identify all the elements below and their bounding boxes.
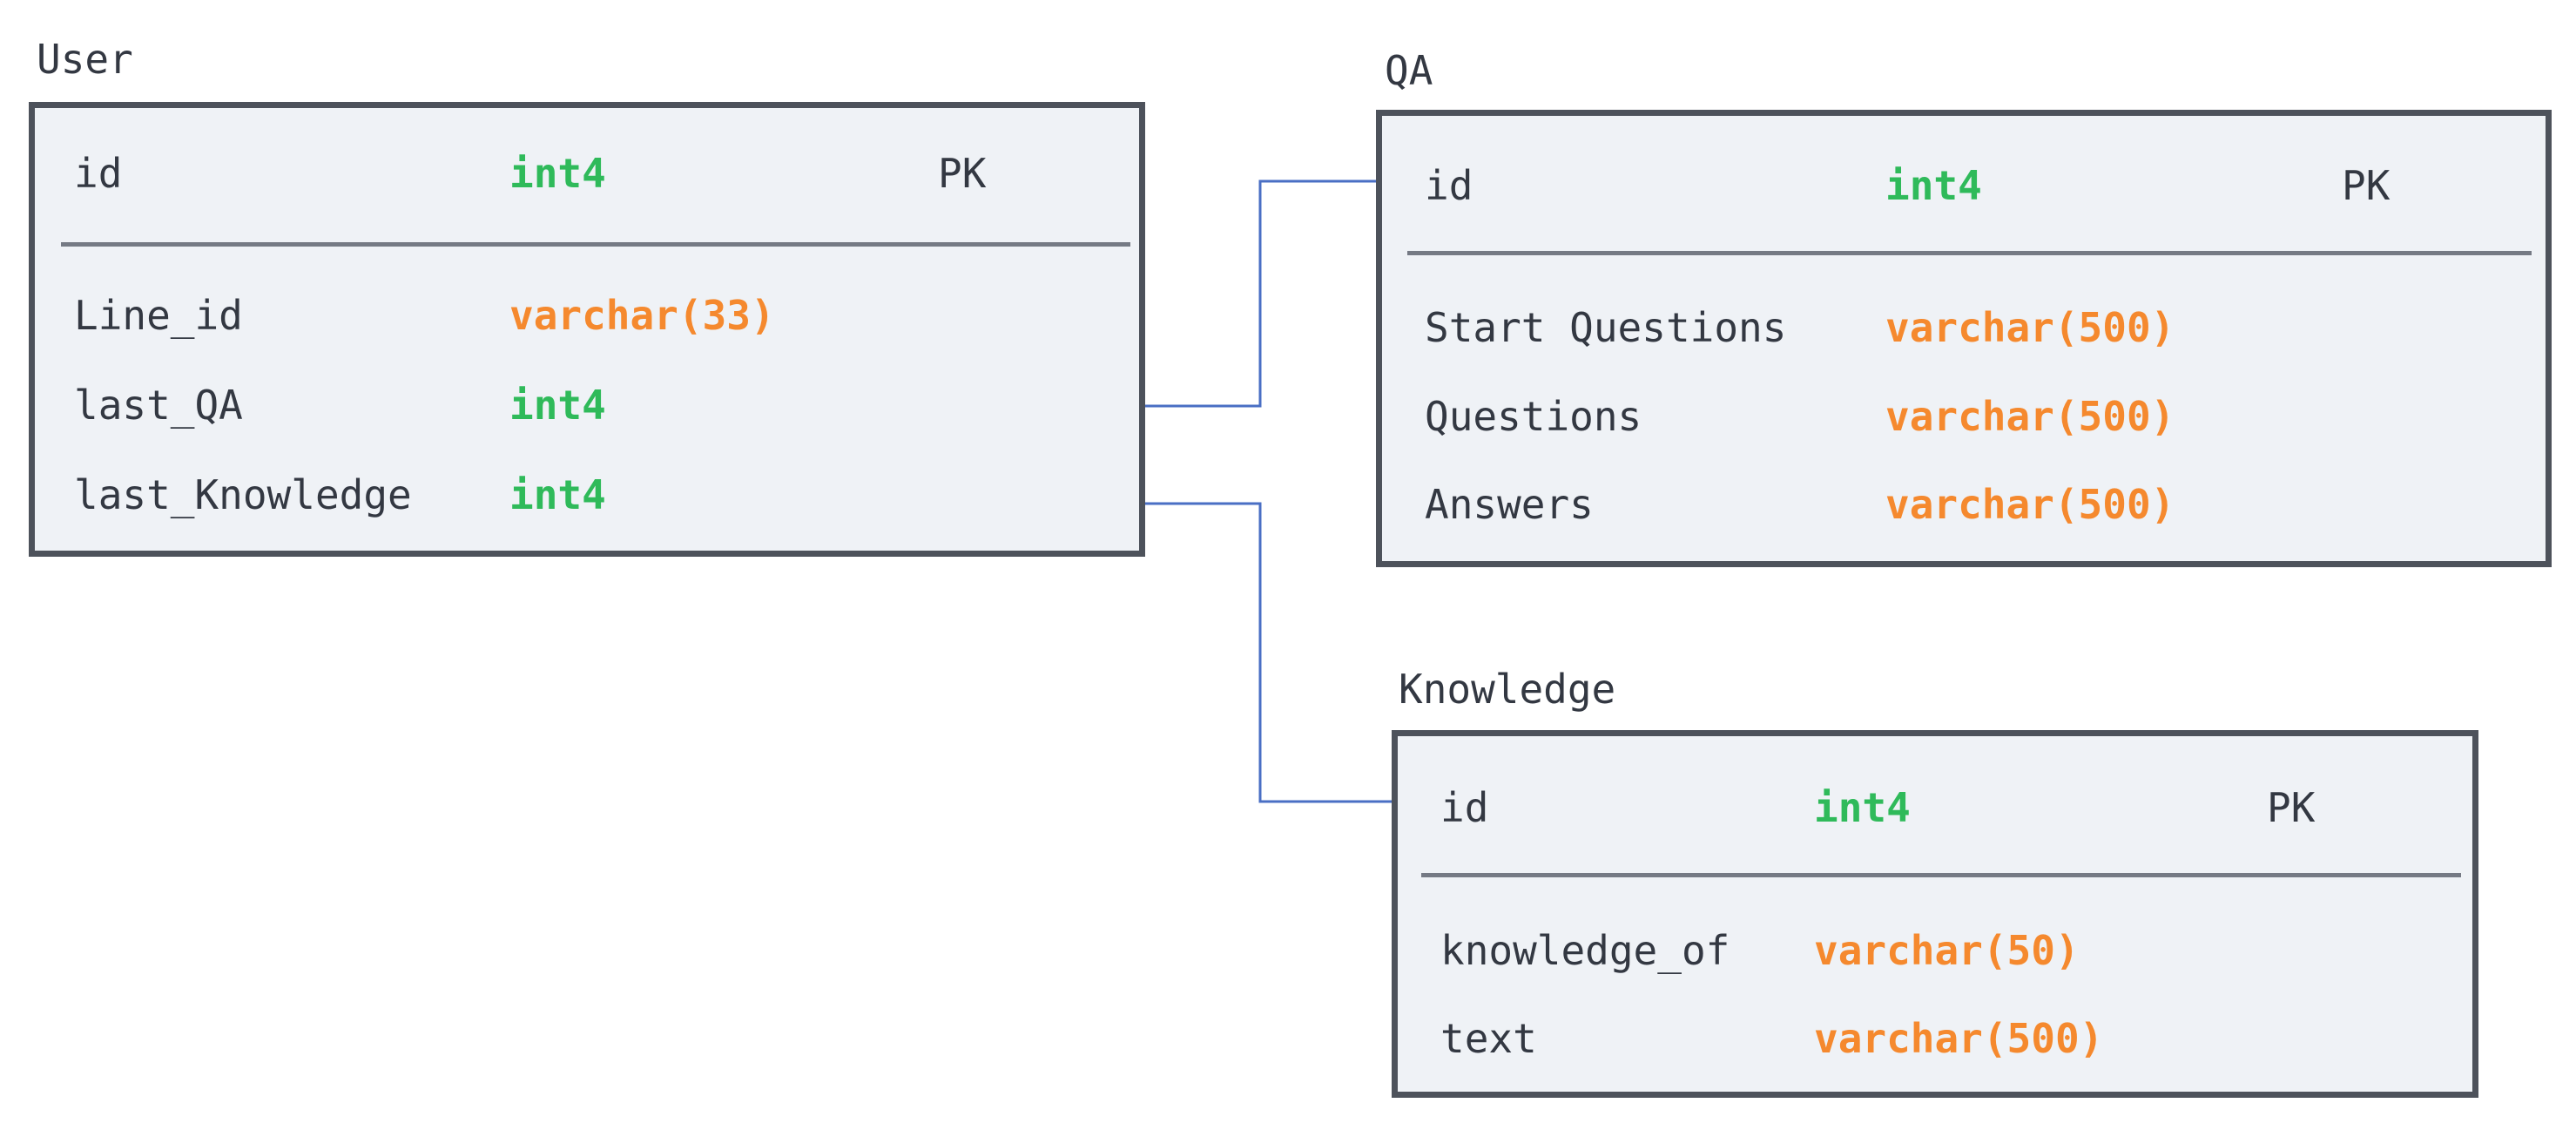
- user-column-row[interactable]: Line_id varchar(33): [35, 289, 1139, 342]
- column-name: Questions: [1425, 393, 1642, 440]
- column-type: varchar(500): [1814, 1015, 2104, 1062]
- user-table-title: User: [37, 36, 133, 83]
- column-type: int4: [1885, 162, 1982, 209]
- column-type: varchar(500): [1885, 304, 2175, 351]
- user-column-row[interactable]: last_Knowledge int4: [35, 469, 1139, 521]
- pk-marker: PK: [938, 150, 987, 197]
- column-type: varchar(33): [509, 292, 775, 339]
- column-type: int4: [509, 382, 606, 429]
- connector-user-last-knowledge-to-knowledge-id: [1145, 502, 1392, 803]
- column-name: Start Questions: [1425, 304, 1787, 351]
- knowledge-column-row[interactable]: text varchar(500): [1398, 1012, 2472, 1065]
- qa-pk-row[interactable]: id int4 PK: [1382, 159, 2546, 212]
- knowledge-column-row[interactable]: knowledge_of varchar(50): [1398, 924, 2472, 977]
- user-pk-row[interactable]: id int4 PK: [35, 147, 1139, 200]
- connector-user-last-qa-to-qa-id: [1145, 179, 1376, 408]
- column-name: knowledge_of: [1440, 927, 1730, 974]
- knowledge-table[interactable]: id int4 PK knowledge_of varchar(50) text…: [1392, 730, 2478, 1098]
- column-name: Answers: [1425, 481, 1594, 528]
- column-name: last_Knowledge: [74, 471, 412, 518]
- pk-marker: PK: [2267, 784, 2316, 831]
- column-type: varchar(500): [1885, 393, 2175, 440]
- column-name: text: [1440, 1015, 1537, 1062]
- pk-divider: [1407, 251, 2532, 255]
- pk-divider: [61, 242, 1130, 247]
- column-name: last_QA: [74, 382, 243, 429]
- column-name: Line_id: [74, 292, 243, 339]
- pk-marker: PK: [2342, 162, 2391, 209]
- qa-column-row[interactable]: Start Questions varchar(500): [1382, 301, 2546, 354]
- column-type: int4: [509, 150, 606, 197]
- knowledge-pk-row[interactable]: id int4 PK: [1398, 782, 2472, 834]
- pk-divider: [1421, 873, 2461, 877]
- user-column-row[interactable]: last_QA int4: [35, 379, 1139, 431]
- column-name: id: [74, 150, 123, 197]
- qa-column-row[interactable]: Questions varchar(500): [1382, 390, 2546, 443]
- column-type: int4: [509, 471, 606, 518]
- column-type: varchar(50): [1814, 927, 2080, 974]
- qa-table-title: QA: [1385, 47, 1433, 94]
- qa-column-row[interactable]: Answers varchar(500): [1382, 478, 2546, 531]
- column-name: id: [1440, 784, 1489, 831]
- column-name: id: [1425, 162, 1473, 209]
- knowledge-table-title: Knowledge: [1399, 666, 1616, 713]
- column-type: varchar(500): [1885, 481, 2175, 528]
- column-type: int4: [1814, 784, 1911, 831]
- qa-table[interactable]: id int4 PK Start Questions varchar(500) …: [1376, 110, 2552, 567]
- user-table[interactable]: id int4 PK Line_id varchar(33) last_QA i…: [29, 102, 1145, 557]
